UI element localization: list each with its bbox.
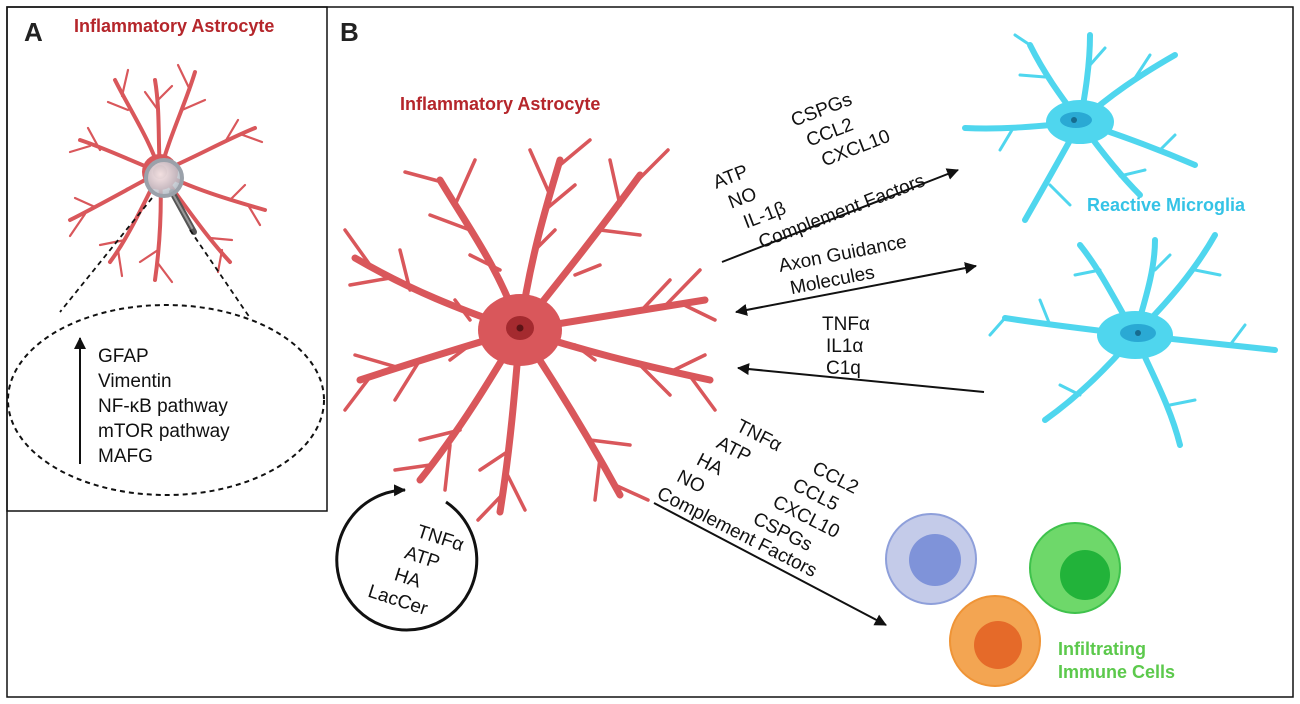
microglia-bottom-nucleolus — [1135, 330, 1141, 336]
arrow-to-immune — [653, 502, 887, 626]
panel-a-title: Inflammatory Astrocyte — [74, 16, 274, 36]
from-microglia-c1q: C1q — [826, 358, 861, 379]
marker-mtor: mTOR pathway — [98, 421, 230, 442]
zoom-line-left — [59, 197, 153, 313]
arrow-bidirectional — [735, 262, 977, 316]
autocrine-loop — [335, 484, 479, 632]
panel-a-border — [6, 6, 328, 512]
arrow-from-microglia — [737, 363, 985, 393]
autocrine-text: TNFα ATP HA LacCer — [365, 521, 466, 620]
astrocyte-title: Inflammatory Astrocyte — [400, 94, 600, 114]
immune-title-line1: Infiltrating — [1058, 639, 1146, 659]
panel-b-label: B — [340, 17, 359, 47]
immune-cell-green-nucleus — [1060, 550, 1110, 600]
marker-vimentin: Vimentin — [98, 371, 172, 392]
zoom-line-right — [189, 229, 251, 319]
marker-gfap: GFAP — [98, 346, 149, 367]
magnifier-icon — [144, 158, 197, 235]
panel-a-label: A — [24, 17, 43, 47]
microglia-title: Reactive Microglia — [1087, 195, 1246, 215]
microglia-top-nucleolus — [1071, 117, 1077, 123]
arrow-to-microglia — [721, 168, 959, 263]
marker-ellipse — [7, 304, 325, 496]
small-astrocyte — [68, 63, 267, 284]
from-microglia-il1a: IL1α — [826, 336, 863, 357]
immune-cell-orange-nucleus — [974, 621, 1022, 669]
marker-mafg: MAFG — [98, 446, 153, 467]
immune-title-line2: Immune Cells — [1058, 662, 1175, 682]
marker-nfkb: NF-κB pathway — [98, 396, 228, 417]
immune-cell-blue-nucleus — [909, 534, 961, 586]
large-astrocyte-nucleolus — [516, 324, 524, 332]
autocrine-laccer: LacCer — [365, 581, 430, 620]
from-microglia-tnfa: TNFα — [822, 314, 870, 335]
to-immune-text: TNFα ATP HA NO Complement Factors CCL2 C… — [654, 416, 862, 582]
